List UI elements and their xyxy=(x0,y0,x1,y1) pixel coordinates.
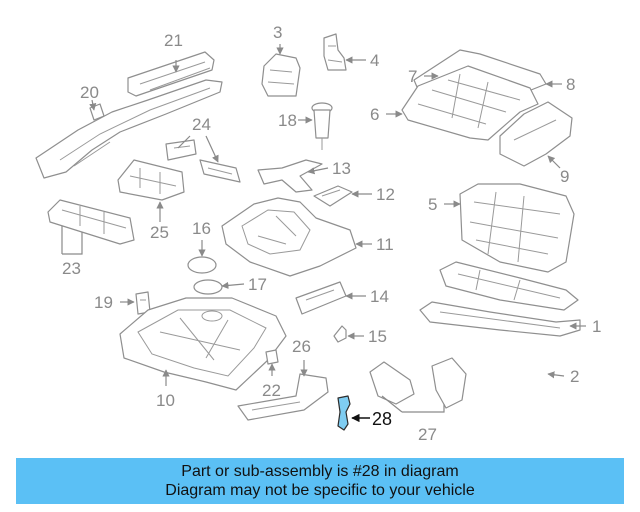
part-15 xyxy=(333,325,347,343)
part-4 xyxy=(323,33,347,71)
callout-22: 22 xyxy=(262,381,281,400)
part-19 xyxy=(135,291,151,315)
callout-3: 3 xyxy=(273,23,282,42)
callout-1: 1 xyxy=(592,317,601,336)
callout-13: 13 xyxy=(332,159,351,178)
part-10 xyxy=(119,297,287,391)
part-13 xyxy=(257,159,323,193)
callout-6: 6 xyxy=(370,105,379,124)
part-14 xyxy=(295,281,347,315)
part-20 xyxy=(35,79,223,179)
callout-14: 14 xyxy=(370,287,389,306)
part-2 xyxy=(439,261,579,311)
part-16 xyxy=(187,256,217,274)
parts-diagram: 21 20 3 4 7 8 6 9 18 24 13 12 5 25 16 11… xyxy=(35,23,601,444)
part-25 xyxy=(117,159,185,201)
callout-25: 25 xyxy=(150,223,169,242)
callout-17: 17 xyxy=(248,275,267,294)
callout-19: 19 xyxy=(94,293,113,312)
callout-5: 5 xyxy=(428,195,437,214)
callout-10: 10 xyxy=(156,391,175,410)
callout-12: 12 xyxy=(376,185,395,204)
callout-15: 15 xyxy=(368,327,387,346)
callout-21: 21 xyxy=(164,31,183,50)
banner-line-2: Diagram may not be specific to your vehi… xyxy=(165,482,475,499)
part-3 xyxy=(261,53,301,97)
part-23 xyxy=(47,199,135,245)
part-18 xyxy=(311,102,333,150)
callout-8: 8 xyxy=(566,75,575,94)
callout-4: 4 xyxy=(370,51,379,70)
callout-24: 24 xyxy=(192,115,211,134)
banner-line-1: Part or sub-assembly is #28 in diagram xyxy=(181,463,459,480)
callout-18: 18 xyxy=(278,111,297,130)
callout-20: 20 xyxy=(80,83,99,102)
callout-16: 16 xyxy=(192,219,211,238)
part-17 xyxy=(193,279,223,295)
part-1 xyxy=(419,301,581,337)
part-12 xyxy=(313,185,353,207)
callout-7: 7 xyxy=(408,67,417,86)
callout-11: 11 xyxy=(376,235,394,254)
part-28-highlighted xyxy=(337,395,351,431)
callout-9: 9 xyxy=(560,167,569,186)
part-9 xyxy=(499,101,573,167)
part-6 xyxy=(401,65,539,141)
callout-2: 2 xyxy=(570,367,579,386)
part-24 xyxy=(165,139,241,183)
part-11 xyxy=(221,197,357,277)
part-27 xyxy=(369,357,467,409)
callout-28-highlighted: 28 xyxy=(372,409,392,429)
callout-27: 27 xyxy=(418,425,437,444)
part-22 xyxy=(265,349,279,365)
part-5 xyxy=(459,183,575,273)
part-26 xyxy=(237,373,329,421)
info-banner: Part or sub-assembly is #28 in diagram D… xyxy=(16,458,624,504)
callout-26: 26 xyxy=(292,337,311,356)
callout-23: 23 xyxy=(62,259,81,278)
part-21 xyxy=(127,51,215,97)
